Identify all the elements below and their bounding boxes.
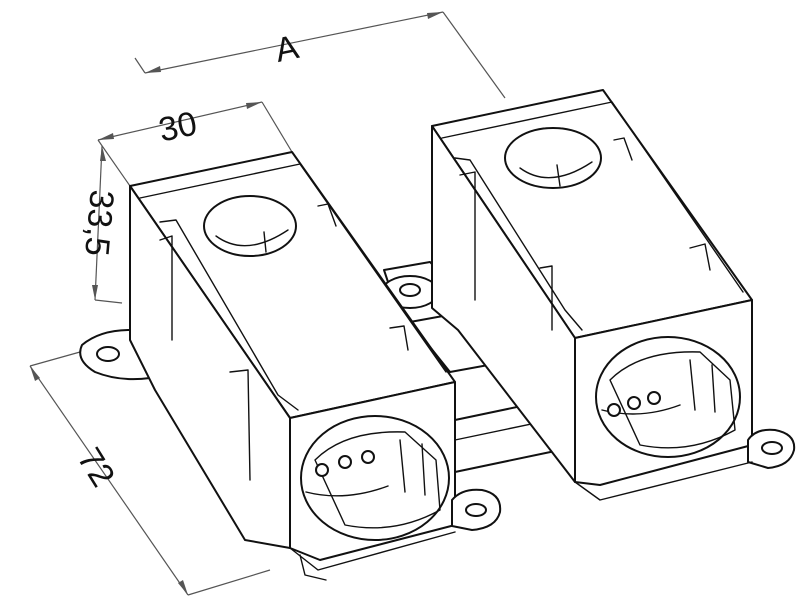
dimension-a: A — [134, 11, 506, 99]
dimension-72-label: 72 — [70, 441, 122, 493]
terminal-module-left — [79, 151, 502, 581]
left-top-screw-hole — [203, 195, 297, 257]
dimension-a-label: A — [272, 28, 302, 70]
dimension-33-5: 33,5 — [77, 145, 123, 304]
terminal-module-right — [431, 89, 796, 501]
dimension-30-label: 30 — [155, 105, 200, 150]
right-top-screw-hole — [504, 127, 602, 189]
dimension-30: 30 — [97, 101, 293, 187]
dimension-33-5-label: 33,5 — [77, 188, 121, 257]
